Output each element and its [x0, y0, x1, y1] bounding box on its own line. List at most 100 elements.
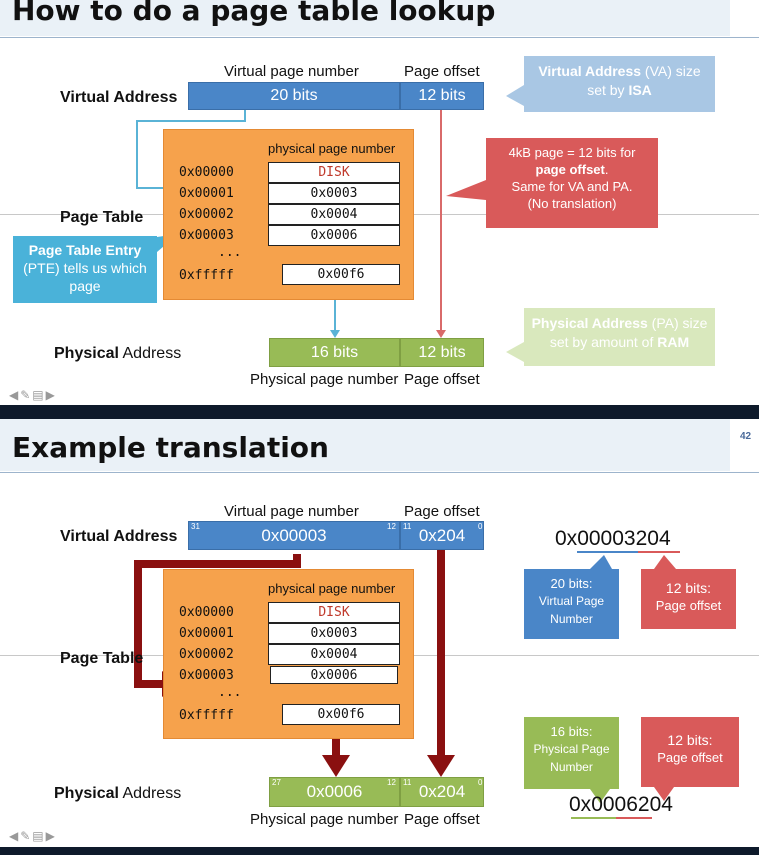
pt-index-0: 0x00000: [179, 165, 234, 180]
pt-cell-last: 0x00f6: [282, 704, 400, 725]
pa-offset-field: 0x204: [400, 777, 484, 807]
pa-full-value: 0x0006204: [569, 793, 673, 817]
va-offset-callout: 12 bits:Page offset: [641, 569, 736, 629]
pa-ppn-field: 16 bits: [269, 338, 400, 367]
slide-title: How to do a page table lookup: [12, 0, 496, 27]
pt-index-1: 0x00001: [179, 186, 234, 201]
pt-index-2: 0x00002: [179, 647, 234, 662]
pt-cell-3: 0x0006: [268, 225, 400, 246]
pt-cell-1: 0x0003: [268, 623, 400, 644]
pa-ppn-field: 0x0006: [269, 777, 400, 807]
bit-31-label: 31: [191, 522, 200, 531]
pt-cell-0: DISK: [268, 602, 400, 623]
physical-address-rest: Address: [118, 345, 182, 362]
ppn-footer: Physical page number: [250, 811, 399, 828]
vpn-callout: 20 bits: Virtual Page Number: [524, 569, 619, 639]
title-bar: [0, 419, 730, 471]
isa-callout-isa: ISA: [628, 82, 652, 98]
pt-index-last: 0xfffff: [179, 708, 234, 723]
ram-callout-ram: RAM: [657, 334, 690, 350]
page-table-label: Page Table: [60, 650, 144, 667]
offset-callout-line5: (No translation): [527, 196, 617, 211]
isa-callout: Virtual Address (VA) size set by ISA: [524, 56, 715, 112]
pt-cell-2: 0x0004: [268, 204, 400, 225]
prev-arrow-icon[interactable]: ◀: [9, 829, 21, 843]
pa-full-ppn: 0006: [591, 793, 638, 816]
pt-cell-last: 0x00f6: [282, 264, 400, 285]
slide-nav-controls[interactable]: ◀✎▤▶: [9, 829, 57, 843]
pt-ellipsis: ...: [218, 245, 242, 260]
physical-address-label: Physical Address: [54, 345, 181, 363]
ppn-callout: 16 bits: Physical Page Number: [524, 717, 619, 789]
offset-footer: Page offset: [404, 371, 480, 388]
ppn-footer: Physical page number: [250, 371, 399, 388]
physical-address-rest: Address: [118, 785, 182, 802]
ppn-header: physical page number: [268, 581, 396, 596]
offset-callout-line4: Same for VA and PA.: [511, 179, 633, 194]
pt-cell-1: 0x0003: [268, 183, 400, 204]
title-rule: [0, 37, 759, 38]
va-vpn-field: 20 bits: [188, 82, 400, 110]
physical-address-label: Physical Address: [54, 785, 181, 803]
offset-callout-line1: 4kB page = 12 bits for: [508, 145, 636, 160]
slide-nav-controls[interactable]: ◀✎▤▶: [9, 388, 57, 402]
ppn-callout-title: 16 bits:: [550, 724, 593, 739]
bit-11-label: 11: [403, 522, 412, 531]
vpn-header: Virtual page number: [224, 63, 359, 80]
ram-callout-strong: Physical Address: [531, 315, 648, 331]
pt-cell-0: DISK: [268, 162, 400, 183]
title-rule: [0, 472, 759, 473]
pt-index-0: 0x00000: [179, 605, 234, 620]
pt-index-3: 0x00003: [179, 228, 234, 243]
title-bar: [0, 0, 730, 36]
pt-index-3: 0x00003: [179, 668, 234, 683]
prev-arrow-icon[interactable]: ◀: [9, 388, 21, 402]
offset-header: Page offset: [404, 503, 480, 520]
vpn-callout-title: 20 bits:: [550, 576, 593, 591]
offset-footer: Page offset: [404, 811, 480, 828]
pen-icon[interactable]: ✎: [20, 829, 33, 843]
pte-callout-text: (PTE) tells us which page: [23, 260, 147, 294]
pen-icon[interactable]: ✎: [20, 388, 33, 402]
bit-12-pa-label: 12: [387, 778, 396, 787]
pa-offset-callout: 12 bits:Page offset: [641, 717, 739, 787]
ppn-callout-text: Physical Page Number: [533, 742, 610, 774]
va-vpn-field: 0x00003: [188, 521, 400, 550]
pa-offset-field: 12 bits: [400, 338, 484, 367]
va-full-vpn: 00003: [577, 527, 636, 550]
pte-callout-title: Page Table Entry: [28, 242, 142, 258]
virtual-address-label: Virtual Address: [60, 528, 178, 545]
pa-offset-callout-title: 12 bits:: [667, 732, 713, 748]
bit-0-label: 0: [478, 522, 483, 531]
offset-callout-period: .: [604, 162, 609, 177]
next-arrow-icon[interactable]: ▶: [45, 829, 57, 843]
isa-callout-strong: Virtual Address: [538, 63, 642, 79]
pa-full-prefix: 0x: [569, 793, 592, 816]
virtual-address-label: Virtual Address: [60, 89, 178, 106]
pa-full-offset: 204: [637, 793, 673, 816]
physical-address-bold: Physical: [54, 785, 119, 802]
page-table-label: Page Table: [60, 209, 144, 226]
offset-header: Page offset: [404, 63, 480, 80]
slide-example-translation: Example translation 42 Virtual page numb…: [0, 419, 759, 847]
bit-0-pa-label: 0: [478, 778, 483, 787]
ram-callout-text: (PA) size set by amount of: [549, 315, 708, 350]
ram-callout: Physical Address (PA) size set by amount…: [524, 308, 715, 366]
offset-callout-bold: page offset: [535, 162, 605, 177]
menu-icon[interactable]: ▤: [32, 388, 46, 402]
bit-12-label: 12: [387, 522, 396, 531]
bit-11-pa-label: 11: [403, 778, 412, 787]
next-arrow-icon[interactable]: ▶: [45, 388, 57, 402]
isa-callout-text: (VA) size set by: [587, 63, 701, 98]
vpn-header: Virtual page number: [224, 503, 359, 520]
va-offset-callout-title: 12 bits:: [665, 580, 712, 596]
vpn-callout-text: Virtual Page Number: [538, 594, 605, 626]
pt-ellipsis: ...: [218, 685, 242, 700]
menu-icon[interactable]: ▤: [32, 829, 46, 843]
pt-cell-2: 0x0004: [268, 644, 400, 665]
va-full-prefix: 0x: [555, 527, 578, 550]
bit-27-label: 27: [272, 778, 281, 787]
pt-index-last: 0xfffff: [179, 268, 234, 283]
ppn-header: physical page number: [268, 141, 396, 156]
slide-number: 42: [740, 431, 752, 442]
